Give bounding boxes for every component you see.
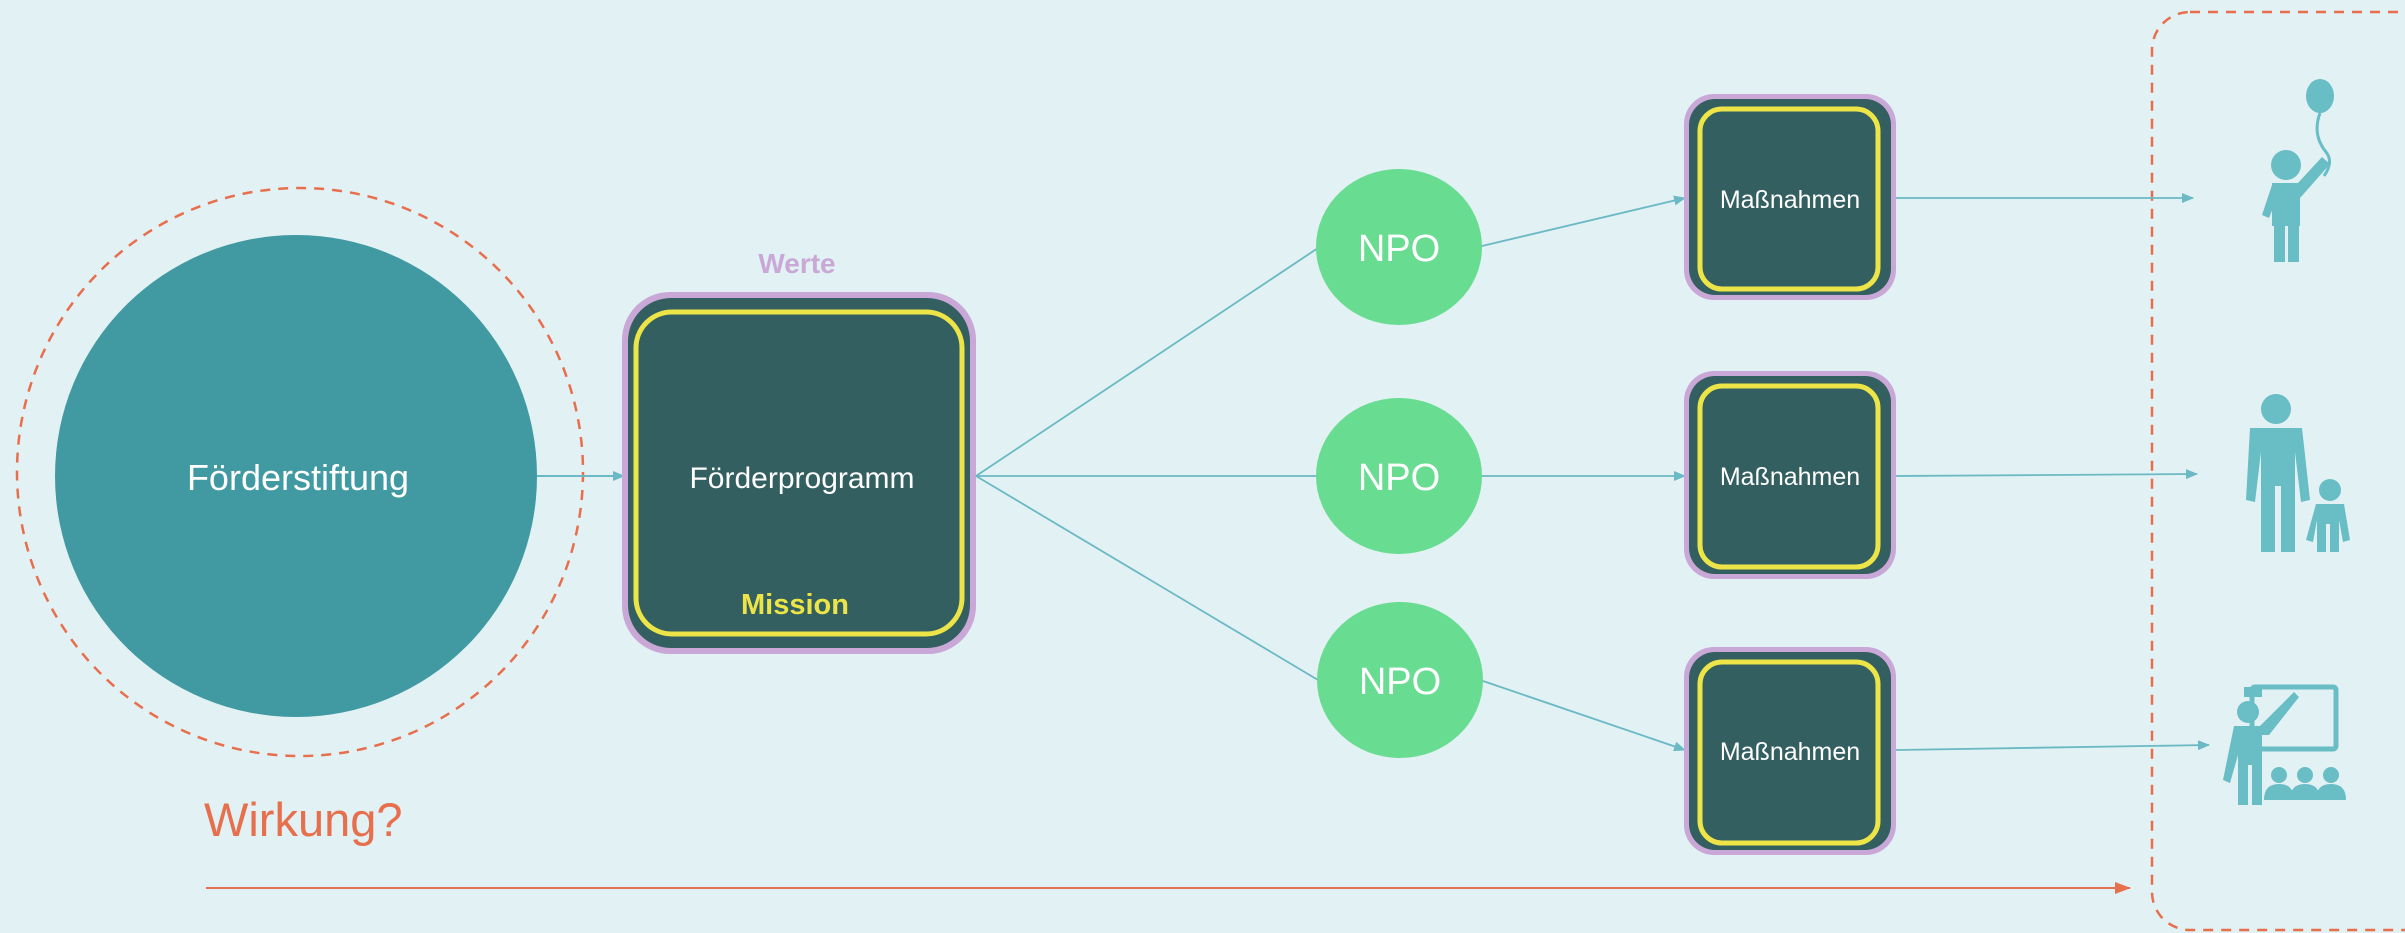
connector-npo-measure-1 [1481, 195, 1686, 247]
child-with-balloon-icon [2262, 79, 2334, 262]
measure-node-1[interactable]: Maßnahmen [1684, 94, 1896, 300]
measure-label: Maßnahmen [1720, 186, 1860, 214]
connector-program-npo-3 [975, 475, 1319, 681]
mission-label: Mission [741, 589, 849, 621]
measure-node-2[interactable]: Maßnahmen [1684, 371, 1896, 579]
mission-frame [633, 309, 965, 637]
measure-node-3[interactable]: Maßnahmen [1684, 647, 1896, 855]
npo-label: NPO [1358, 457, 1440, 499]
npo-label: NPO [1359, 661, 1441, 703]
foundation-label: Förderstiftung [187, 457, 409, 498]
foundation-node[interactable]: Förderstiftung [55, 235, 537, 717]
connector-npo-measure-3 [1482, 680, 1686, 752]
program-label: Förderprogramm [689, 462, 914, 495]
connector-measure-beneficiary-2 [1895, 469, 2198, 480]
measure-label: Maßnahmen [1720, 738, 1860, 766]
measure-label: Maßnahmen [1720, 463, 1860, 491]
impact-label: Wirkung? [204, 793, 403, 846]
beneficiaries-region [2150, 10, 2405, 932]
parent-with-child-icon [2246, 394, 2350, 552]
npo-node-3[interactable]: NPO [1317, 602, 1483, 758]
teacher-with-class-icon [2223, 684, 2346, 805]
connector-measure-beneficiary-3 [1895, 740, 2210, 751]
npo-node-2[interactable]: NPO [1316, 398, 1482, 554]
foundation-boundary [15, 186, 585, 758]
npo-label: NPO [1358, 228, 1440, 270]
values-label: Werte [758, 248, 835, 279]
program-node[interactable]: Förderprogramm Mission [622, 292, 976, 654]
npo-node-1[interactable]: NPO [1316, 169, 1482, 325]
connector-program-npo-1 [975, 247, 1319, 477]
